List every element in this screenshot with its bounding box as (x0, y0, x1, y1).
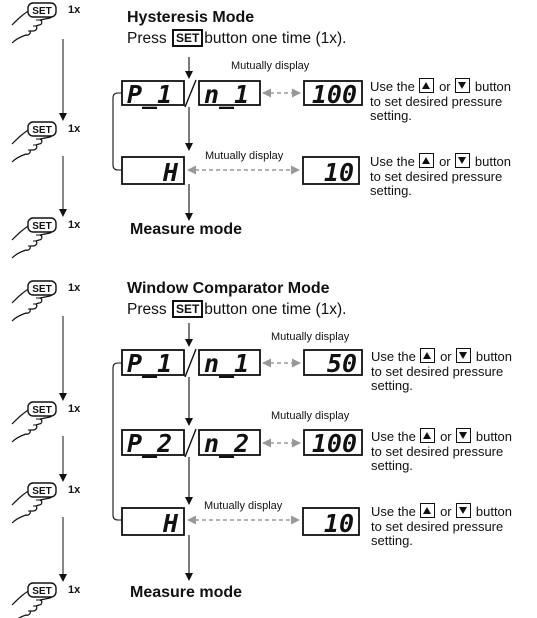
lcd-n2-text: n_2 (204, 429, 249, 458)
hand-press-icon[interactable] (12, 281, 56, 321)
down-triangle-icon (455, 78, 470, 93)
press-prefix: Press (127, 301, 167, 318)
mutual-display-label: Mutually display (204, 500, 282, 512)
lcd-value-text: 50 (327, 349, 357, 378)
lcd-p2-text: P_2 (127, 429, 172, 458)
loop-line (113, 93, 122, 170)
hand-press-icon[interactable] (12, 583, 56, 618)
loop-line (113, 363, 122, 520)
set-button-icon: SET (172, 29, 203, 47)
hand-press-icon[interactable] (12, 483, 56, 523)
lcd-h-text: H (162, 158, 179, 187)
lcd-p1-text: P_1 (127, 80, 172, 109)
down-triangle-icon (456, 348, 471, 363)
hand-press-icon[interactable] (12, 3, 56, 43)
section-title: Window Comparator Mode (127, 280, 330, 298)
up-triangle-icon (419, 153, 434, 168)
measure-mode-label: Measure mode (130, 584, 242, 602)
press-suffix: button one time (1x). (204, 30, 346, 47)
down-triangle-icon (456, 503, 471, 518)
hand-press-icon[interactable] (12, 122, 56, 162)
instruction-text: Use the or button to set desired pressur… (371, 428, 512, 474)
up-triangle-icon (419, 78, 434, 93)
up-triangle-icon (420, 348, 435, 363)
set-count-label: 1x (68, 484, 80, 496)
lcd-p1-text: P_1 (127, 349, 172, 378)
up-triangle-icon (420, 428, 435, 443)
instruction-text: Use the or button to set desired pressur… (371, 348, 512, 394)
set-count-label: 1x (68, 403, 80, 415)
down-triangle-icon (456, 428, 471, 443)
hand-press-icon[interactable] (12, 218, 56, 258)
lcd-value-text: 10 (324, 158, 354, 187)
lcd-value-text: 10 (324, 509, 354, 538)
set-count-label: 1x (68, 219, 80, 231)
lcd-h-text: H (162, 509, 179, 538)
instruction-text: Use the or button to set desired pressur… (370, 153, 511, 199)
down-triangle-icon (455, 153, 470, 168)
set-count-label: 1x (68, 123, 80, 135)
set-button-icon: SET (172, 300, 203, 318)
press-suffix: button one time (1x). (204, 301, 346, 318)
mutual-display-label: Mutually display (231, 60, 309, 72)
hand-press-icon[interactable] (12, 402, 56, 442)
mutual-display-label: Mutually display (271, 331, 349, 343)
lcd-value-text: 100 (312, 429, 357, 458)
instruction-text: Use the or button to set desired pressur… (370, 78, 511, 124)
up-triangle-icon (420, 503, 435, 518)
section-title: Hysteresis Mode (127, 9, 254, 27)
instruction-text: Use the or button to set desired pressur… (371, 503, 512, 549)
mutual-display-label: Mutually display (271, 410, 349, 422)
press-prefix: Press (127, 30, 167, 47)
measure-mode-label: Measure mode (130, 221, 242, 239)
lcd-value-text: 100 (312, 80, 357, 109)
lcd-n1-text: n_1 (204, 80, 249, 109)
set-count-label: 1x (68, 584, 80, 596)
mutual-display-label: Mutually display (205, 150, 283, 162)
lcd-n1-text: n_1 (204, 349, 249, 378)
set-count-label: 1x (68, 4, 80, 16)
set-count-label: 1x (68, 282, 80, 294)
